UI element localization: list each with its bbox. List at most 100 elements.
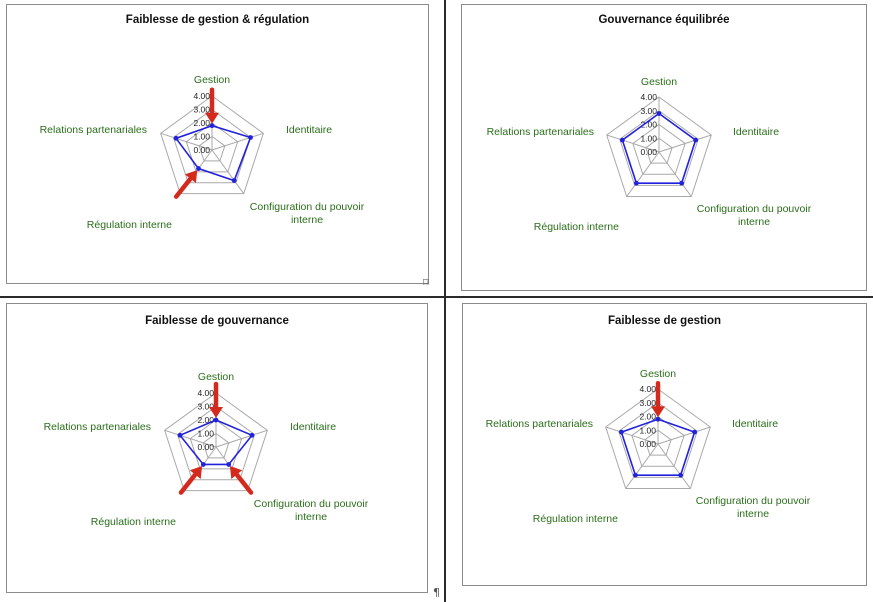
data-point (248, 135, 253, 140)
axis-label-configuration-du-pouvoir-interne: Configuration du pouvoir (697, 203, 812, 215)
grid-spoke (211, 132, 264, 151)
data-point (678, 472, 684, 478)
grid-ring (176, 405, 256, 481)
series-line (178, 419, 254, 466)
grid-ring (618, 402, 698, 478)
data-point (618, 429, 624, 435)
radar-chart: Faiblesse de gestion & régulation0.001.0… (40, 14, 365, 231)
red-arrow-shaft (233, 471, 254, 495)
grid-ring (202, 432, 230, 459)
tick-label: 2.00 (193, 118, 210, 128)
axis-label-relations-partenariales: Relations partenariales (487, 126, 594, 138)
tick-label: 2.00 (197, 415, 214, 425)
grid-ring (645, 137, 673, 164)
red-arrow-head (209, 407, 223, 418)
grid-spoke (606, 134, 660, 153)
grid-spoke (211, 149, 245, 194)
axis-label-gestion: Gestion (198, 371, 234, 383)
axis-label-relations-partenariales: Relations partenariales (40, 124, 147, 136)
data-point (619, 137, 625, 143)
grid-ring (605, 388, 711, 489)
pilcrow-mark: ¶ (433, 586, 440, 599)
data-point (209, 123, 215, 129)
axis-label-regulation-interne: Régulation interne (533, 513, 618, 525)
axis-label-gestion: Gestion (194, 74, 230, 86)
tick-label: 4.00 (193, 91, 210, 101)
grid-ring (189, 419, 243, 470)
horizontal-divider (0, 296, 873, 298)
tick-label: 2.00 (639, 412, 656, 422)
grid-ring (632, 123, 686, 175)
tick-label: 3.00 (640, 106, 657, 116)
series-line (174, 124, 252, 182)
grid-ring (644, 429, 672, 456)
radar-chart: Faiblesse de gestion0.001.002.003.004.00… (486, 315, 811, 525)
anchor-mark: ⌑ (423, 276, 429, 289)
grid-spoke (657, 443, 691, 489)
axis-label-configuration-du-pouvoir-interne: Configuration du pouvoir (696, 495, 811, 507)
tick-label: 3.00 (639, 398, 656, 408)
data-point (655, 416, 661, 422)
tick-label: 4.00 (197, 388, 214, 398)
red-arrow-head (184, 170, 198, 184)
data-point (693, 137, 699, 143)
grid-spoke (658, 134, 712, 153)
grid-ring (619, 110, 699, 186)
grid-spoke (626, 151, 660, 197)
data-point (226, 462, 232, 467)
series-line (620, 418, 696, 476)
grid-ring (172, 108, 252, 184)
data-point (200, 462, 206, 467)
grid-spoke (657, 426, 711, 445)
axis-label-gestion: Gestion (640, 368, 676, 380)
axis-label-configuration-du-pouvoir-interne: interne (291, 214, 323, 226)
vertical-divider (444, 0, 446, 602)
chart-panel-3[interactable]: Faiblesse de gouvernance 0.00 1.00 2.00 3.00… (6, 303, 428, 593)
chart-title: Gouvernance équilibrée (598, 14, 729, 26)
axis-label-configuration-du-pouvoir-interne: Configuration du pouvoir (254, 498, 369, 510)
red-arrow-head (229, 466, 243, 479)
tick-label: 1.00 (640, 133, 657, 143)
grid-ring (164, 392, 268, 492)
radar-chart: Gouvernance équilibrée0.001.002.003.004.… (487, 14, 812, 233)
red-arrow-head (651, 406, 665, 418)
axis-label-configuration-du-pouvoir-interne: interne (295, 511, 327, 523)
red-arrow-head (205, 112, 219, 124)
tick-label: 1.00 (197, 429, 214, 439)
red-arrow-head (189, 466, 203, 479)
data-point (632, 472, 638, 478)
axis-label-regulation-interne: Régulation interne (87, 219, 172, 231)
grid-spoke (605, 426, 659, 445)
axis-label-relations-partenariales: Relations partenariales (486, 418, 593, 430)
data-point (679, 180, 685, 186)
chart-title: Faiblesse de gouvernance (145, 315, 289, 327)
tick-label: 2.00 (640, 120, 657, 130)
grid-ring (606, 96, 712, 197)
data-point (656, 111, 662, 116)
grid-spoke (164, 429, 217, 448)
tick-label: 4.00 (639, 384, 656, 394)
tick-label: 0.00 (193, 145, 210, 155)
axis-label-relations-partenariales: Relations partenariales (44, 421, 151, 433)
data-point (231, 178, 237, 183)
axis-label-configuration-du-pouvoir-interne: interne (738, 216, 770, 228)
tick-label: 4.00 (640, 92, 657, 102)
tick-label: 0.00 (197, 442, 214, 452)
axis-label-regulation-interne: Régulation interne (534, 221, 619, 233)
axis-label-identitaire: Identitaire (733, 126, 779, 138)
grid-ring (185, 122, 239, 173)
data-point (633, 180, 639, 186)
data-point (177, 432, 183, 438)
tick-label: 3.00 (197, 402, 214, 412)
data-point (249, 432, 255, 438)
axis-label-identitaire: Identitaire (290, 421, 336, 433)
grid-spoke (625, 443, 659, 489)
grid-spoke (160, 132, 213, 151)
data-point (173, 135, 179, 141)
chart-title: Faiblesse de gestion (608, 315, 721, 327)
grid-spoke (215, 429, 268, 448)
data-point (692, 429, 698, 435)
